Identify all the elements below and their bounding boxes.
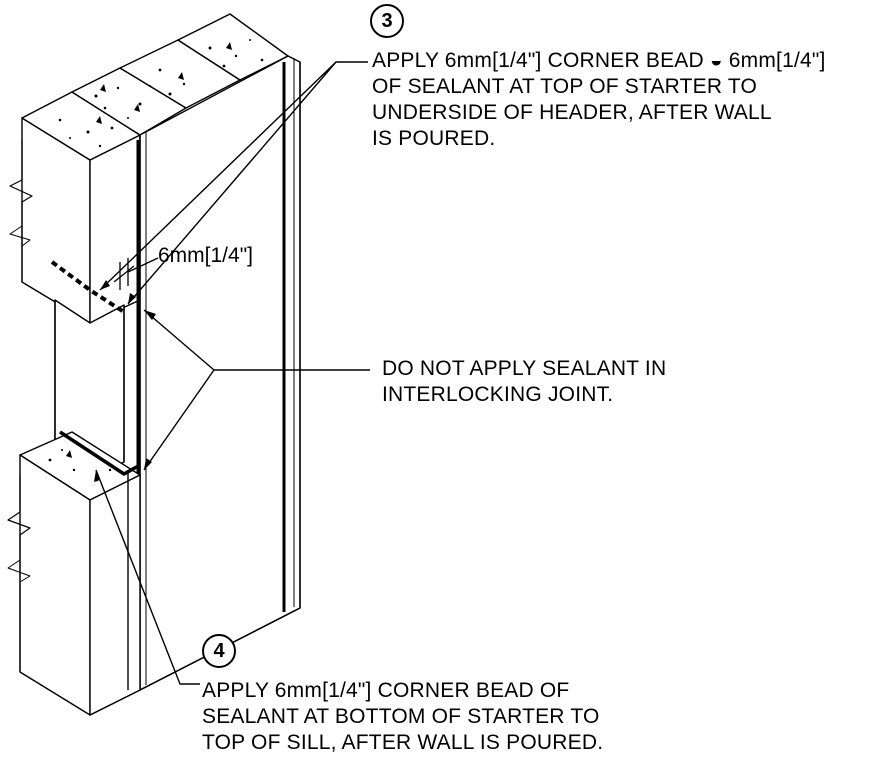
callout-4-line-2: SEALANT AT BOTTOM OF STARTER TO	[202, 705, 600, 728]
bottom-sealant-bead	[59, 430, 141, 476]
top-sealant-bead	[50, 260, 126, 314]
arrowheads	[94, 280, 156, 482]
callout-4-line-3: TOP OF SILL, AFTER WALL IS POURED.	[202, 731, 604, 754]
leader-lines	[95, 61, 370, 685]
interlocking-joint-note: DO NOT APPLY SEALANT IN INTERLOCKING JOI…	[382, 356, 666, 408]
joint-note-line-1: DO NOT APPLY SEALANT IN	[382, 357, 667, 380]
concrete-stipple	[48, 39, 264, 482]
callout-4-marker: 4	[202, 634, 236, 668]
joint-note-line-2: INTERLOCKING JOINT.	[382, 383, 614, 406]
callout-3-line-4: IS POURED.	[372, 127, 496, 150]
callout-4-note: APPLY 6mm[1/4"] CORNER BEAD OF SEALANT A…	[202, 678, 603, 756]
top-blocks	[71, 13, 289, 136]
callout-3-note: APPLY 6mm[1/4"] CORNER BEAD ◒ 6mm[1/4"] …	[372, 48, 826, 152]
callout-3-line-2: OF SEALANT AT TOP OF STARTER TO	[372, 75, 758, 98]
dimension-label: 6mm[1/4"]	[158, 244, 253, 267]
callout-3-line-3: UNDERSIDE OF HEADER, AFTER WALL	[372, 101, 772, 124]
callout-4-line-1: APPLY 6mm[1/4"] CORNER BEAD OF	[202, 679, 570, 702]
callout-3-line-1: APPLY 6mm[1/4"] CORNER BEAD ◒ 6mm[1/4"]	[372, 49, 826, 72]
sill-block	[7, 431, 141, 716]
callout-3-marker: 3	[370, 4, 404, 38]
